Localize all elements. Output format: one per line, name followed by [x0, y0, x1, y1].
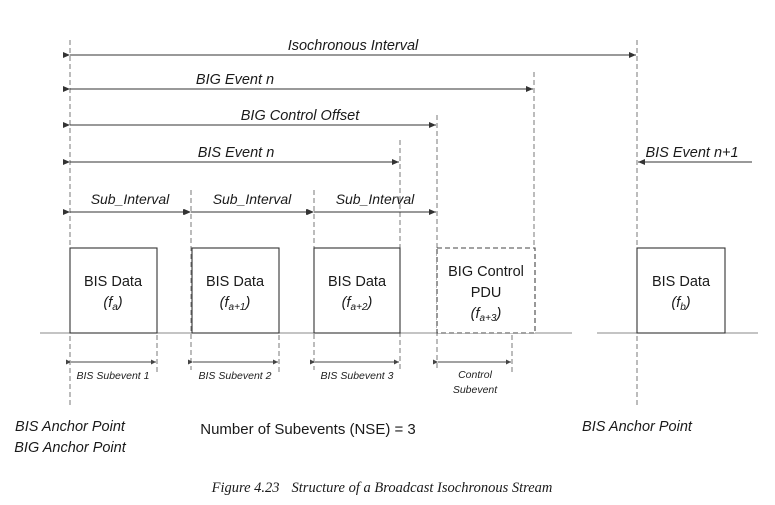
big-control-offset-label: BIG Control Offset	[241, 108, 360, 124]
svg-text:BIS Data: BIS Data	[328, 274, 387, 290]
svg-text:(fa+2): (fa+2)	[342, 295, 373, 313]
svg-text:(fa+3): (fa+3)	[471, 306, 502, 324]
bis-event-label: BIS Event n	[198, 145, 275, 161]
bis-event-next-label: BIS Event n+1	[645, 145, 738, 161]
iso-interval-label: Isochronous Interval	[288, 38, 419, 54]
control-subevent-label-2: Subevent	[453, 384, 498, 396]
svg-text:(fb): (fb)	[671, 295, 690, 313]
figure-title: Structure of a Broadcast Isochronous Str…	[292, 480, 553, 496]
big-control-pdu-box: BIG Control PDU (fa+3)	[436, 247, 536, 334]
figure-caption: Figure 4.23 Structure of a Broadcast Isoc…	[211, 480, 553, 496]
bis-anchor-point-left: BIS Anchor Point	[15, 419, 126, 435]
big-event-label: BIG Event n	[196, 72, 274, 88]
sub-interval-label-1: Sub_Interval	[91, 191, 170, 207]
bis-data-box-2: BIS Data (fa+1)	[191, 247, 280, 334]
sub-interval-label-3: Sub_Interval	[336, 191, 415, 207]
bis-anchor-point-right: BIS Anchor Point	[582, 419, 693, 435]
subevent-label-2: BIS Subevent 2	[199, 370, 272, 382]
svg-text:(fa+1): (fa+1)	[220, 295, 251, 313]
svg-text:PDU: PDU	[471, 285, 502, 301]
svg-text:BIS Data: BIS Data	[652, 274, 711, 290]
nse-label: Number of Subevents (NSE) = 3	[200, 421, 416, 438]
svg-text:BIG Control: BIG Control	[448, 264, 524, 280]
svg-text:BIS Data: BIS Data	[206, 274, 265, 290]
bis-data-box-3: BIS Data (fa+2)	[313, 247, 401, 334]
svg-text:BIS Data: BIS Data	[84, 274, 143, 290]
subevent-label-1: BIS Subevent 1	[77, 370, 150, 382]
bis-data-box-next: BIS Data (fb)	[636, 247, 726, 334]
sub-interval-label-2: Sub_Interval	[213, 191, 292, 207]
control-subevent-label-1: Control	[458, 369, 493, 381]
big-anchor-point-left: BIG Anchor Point	[14, 440, 126, 456]
svg-text:(fa): (fa)	[103, 295, 122, 313]
figure-number: Figure 4.23	[211, 480, 280, 496]
bis-data-box-1: BIS Data (fa)	[69, 247, 158, 334]
subevent-label-3: BIS Subevent 3	[321, 370, 394, 382]
